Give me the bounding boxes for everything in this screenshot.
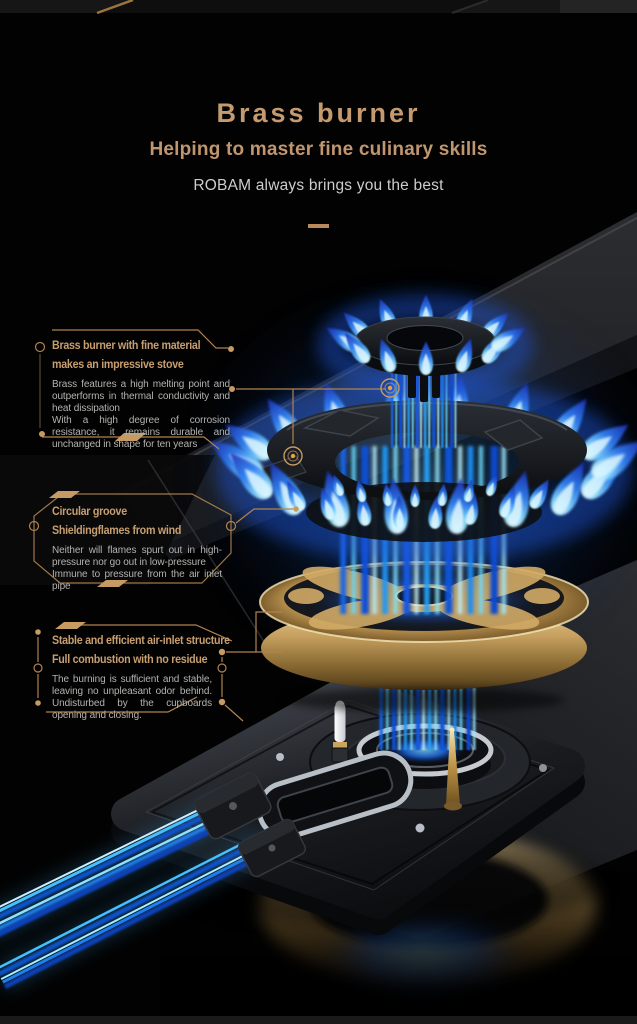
callout-air-inlet: Stable and efficient air-inlet structure… bbox=[52, 632, 252, 722]
screw bbox=[276, 753, 284, 761]
callout-body: The burning is sufficient and stable, le… bbox=[52, 674, 212, 721]
top-burner bbox=[317, 294, 533, 402]
callout-heading: Brass burner with fine material makes an… bbox=[52, 340, 201, 371]
page-tagline: ROBAM always brings you the best bbox=[193, 177, 444, 194]
gas-tubes bbox=[0, 772, 307, 993]
callout-circular-groove: Circular groove Shieldingflames from win… bbox=[52, 503, 252, 593]
page-title: Brass burner bbox=[216, 98, 421, 128]
header-divider bbox=[308, 224, 329, 228]
callout-body: Brass features a high melting point and … bbox=[52, 379, 230, 450]
callout-heading: Circular groove Shieldingflames from win… bbox=[52, 506, 182, 537]
screw bbox=[415, 823, 425, 833]
page-subtitle: Helping to master fine culinary skills bbox=[149, 139, 488, 160]
mount-bracket bbox=[256, 750, 414, 840]
tube-clamp bbox=[194, 772, 272, 840]
top-edge-strip bbox=[0, 0, 637, 15]
callout-heading: Stable and efficient air-inlet structure… bbox=[52, 635, 230, 666]
callout-body: Neither will flames spurt out in high-pr… bbox=[52, 545, 222, 592]
thermocouple-needle bbox=[444, 727, 462, 811]
screw bbox=[539, 764, 547, 772]
callout-brass-material: Brass burner with fine material makes an… bbox=[52, 337, 252, 450]
